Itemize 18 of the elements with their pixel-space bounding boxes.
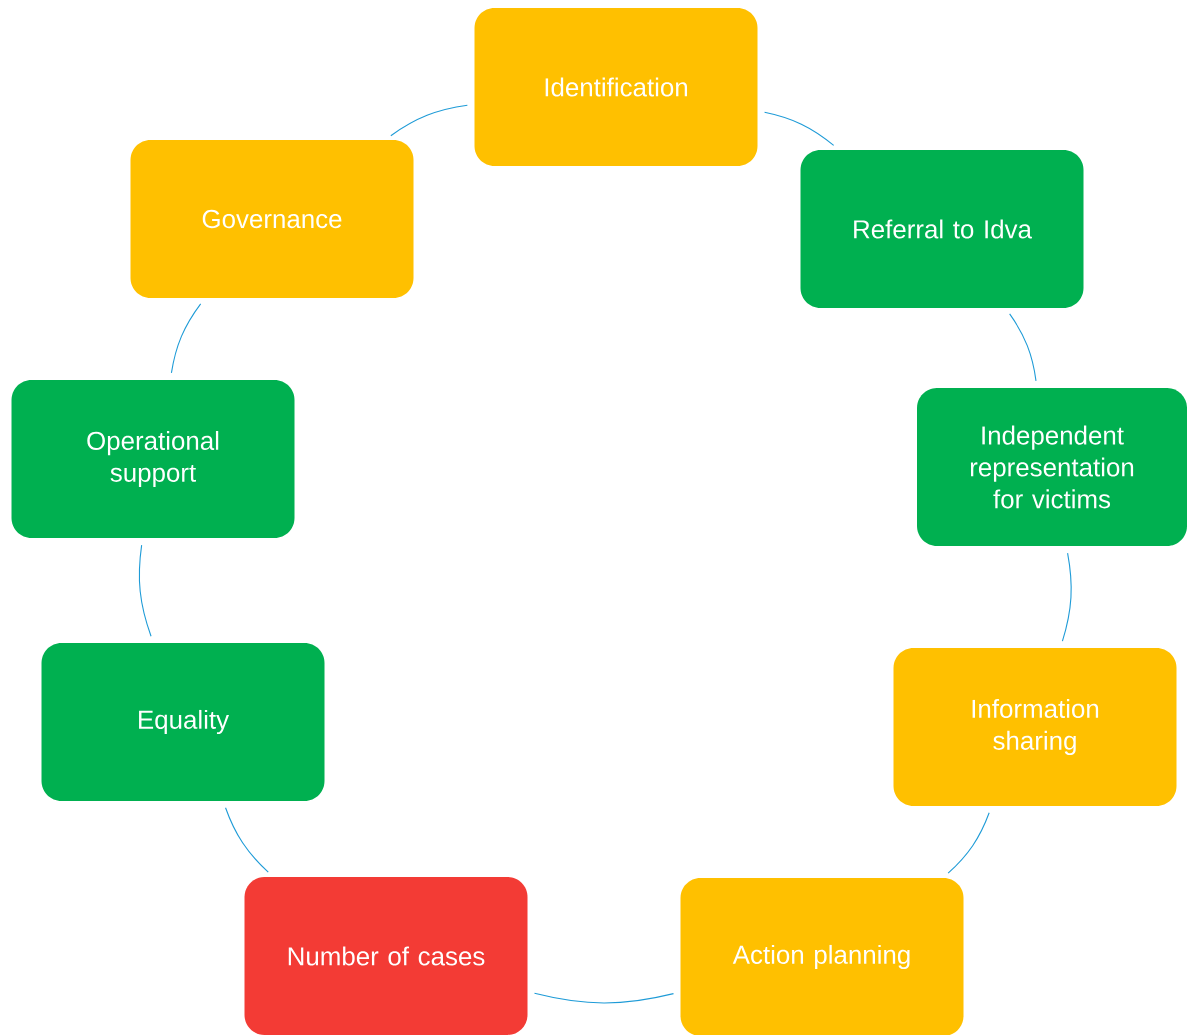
- process-box: Referral to Idva: [800, 150, 1084, 308]
- process-box: Equality: [41, 643, 325, 801]
- process-box: Governance: [130, 140, 414, 298]
- process-box: Information sharing: [893, 648, 1177, 806]
- process-box: Action planning: [680, 878, 964, 1035]
- connector-arc: [170, 303, 202, 374]
- connector-arc: [225, 807, 269, 873]
- connector-arc: [1009, 313, 1037, 382]
- process-box: Identification: [474, 8, 758, 166]
- connector-arc: [138, 544, 152, 637]
- connector-arc: [1061, 552, 1072, 642]
- connector-arc: [947, 812, 990, 874]
- connector-arc: [533, 992, 675, 1004]
- process-box: Number of cases: [244, 877, 528, 1035]
- connector-arc: [764, 111, 835, 146]
- connector-arc: [390, 104, 468, 137]
- process-box: Operational support: [11, 380, 295, 538]
- process-box: Independent representation for victims: [917, 388, 1187, 546]
